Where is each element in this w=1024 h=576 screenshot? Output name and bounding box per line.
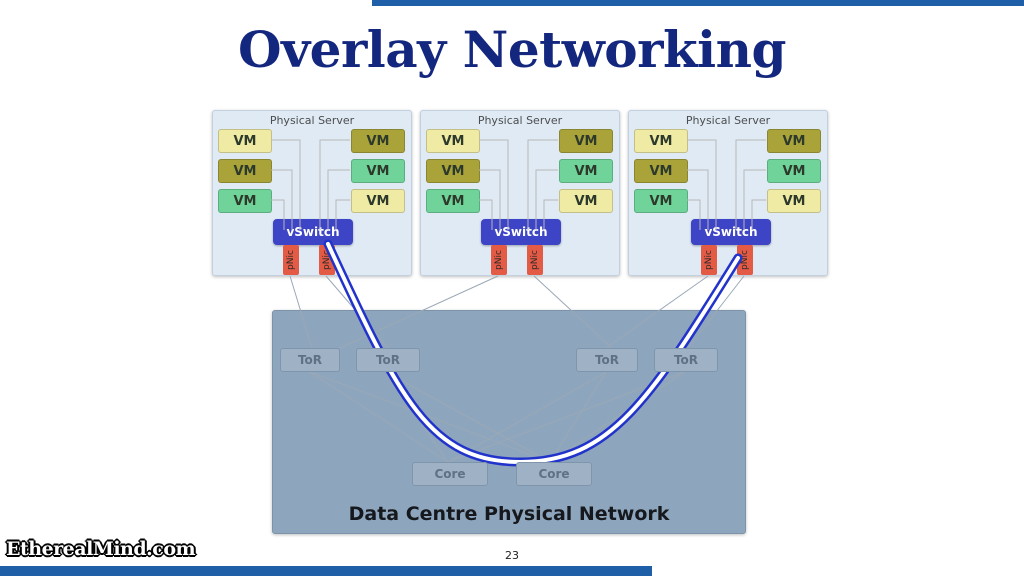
tor-switch: ToR [654, 348, 718, 372]
physical-server-3: Physical Server VM VM VM VM VM VM vSwitc… [628, 110, 828, 276]
vm-box: VM [634, 129, 688, 153]
server-title: Physical Server [685, 114, 771, 127]
vm-box: VM [559, 189, 613, 213]
tor-switch: ToR [576, 348, 638, 372]
tor-switch: ToR [280, 348, 340, 372]
vswitch: vSwitch [691, 219, 771, 245]
tor-switch: ToR [356, 348, 420, 372]
vswitch: vSwitch [481, 219, 561, 245]
top-accent-bar [372, 0, 1024, 6]
pnic-label: pNic [494, 250, 504, 270]
vm-box: VM [634, 159, 688, 183]
vm-box: VM [351, 129, 405, 153]
pnic-label: pNic [530, 250, 540, 270]
physical-server-2: Physical Server VM VM VM VM VM VM vSwitc… [420, 110, 620, 276]
vm-box: VM [218, 159, 272, 183]
vm-box: VM [634, 189, 688, 213]
pnic-port: pNic [319, 245, 335, 275]
vm-box: VM [426, 159, 480, 183]
pnic-label: pNic [740, 250, 750, 270]
pnic-label: pNic [322, 250, 332, 270]
vm-box: VM [351, 189, 405, 213]
physical-server-1: Physical Server VM VM VM VM VM VM vSwitc… [212, 110, 412, 276]
bottom-accent-bar [0, 566, 652, 576]
network-label: Data Centre Physical Network [348, 503, 670, 525]
vm-box: VM [559, 129, 613, 153]
page-number: 23 [505, 549, 519, 562]
vm-box: VM [767, 159, 821, 183]
pnic-port: pNic [737, 245, 753, 275]
vm-box: VM [426, 189, 480, 213]
vm-box: VM [767, 189, 821, 213]
slide-title: Overlay Networking [238, 20, 786, 79]
server-title: Physical Server [477, 114, 563, 127]
vm-box: VM [767, 129, 821, 153]
vm-box: VM [559, 159, 613, 183]
core-switch: Core [516, 462, 592, 486]
pnic-label: pNic [704, 250, 714, 270]
pnic-port: pNic [491, 245, 507, 275]
pnic-port: pNic [527, 245, 543, 275]
pnic-port: pNic [283, 245, 299, 275]
vswitch: vSwitch [273, 219, 353, 245]
vm-box: VM [426, 129, 480, 153]
pnic-label: pNic [286, 250, 296, 270]
core-switch: Core [412, 462, 488, 486]
pnic-port: pNic [701, 245, 717, 275]
vm-box: VM [218, 189, 272, 213]
vm-box: VM [351, 159, 405, 183]
physical-network-panel [272, 310, 746, 534]
brand-logo: EtherealMind.com [6, 538, 196, 560]
server-title: Physical Server [269, 114, 355, 127]
vm-box: VM [218, 129, 272, 153]
